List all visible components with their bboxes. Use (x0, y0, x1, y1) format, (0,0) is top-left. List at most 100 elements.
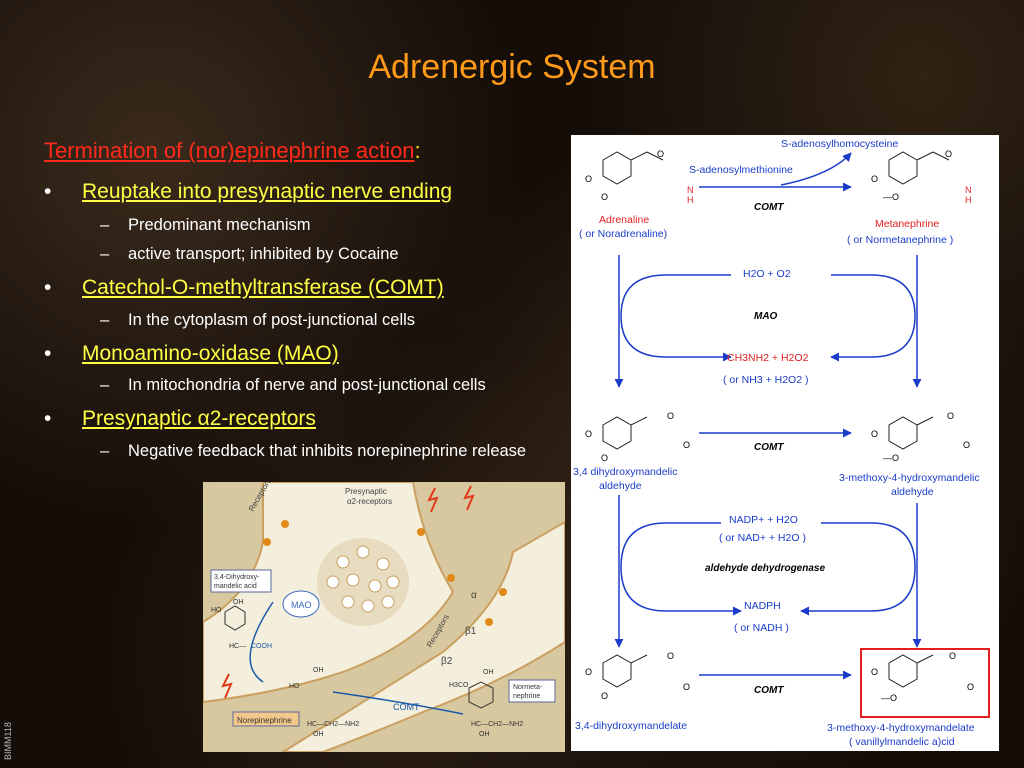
label-ne-chain: HC—CH2—NH2 (307, 721, 359, 728)
label-normeta-chain: HC—CH2—NH2 (471, 721, 523, 728)
atom-label: O (601, 192, 608, 202)
bullet-label: Reuptake into presynaptic nerve ending (82, 180, 453, 203)
atom-label: OH (479, 731, 490, 738)
label-normetanephrine: ( or Normetanephrine ) (847, 234, 953, 246)
ring-figure-dhma (224, 605, 246, 631)
label-nadh: ( or NADH ) (734, 622, 789, 634)
pathway-svg: O O O N H Adrenaline ( or Noradrenaline)… (573, 138, 990, 748)
label-mao: MAO (754, 311, 778, 322)
label-dhma-figure-2: mandelic acid (214, 583, 257, 590)
dash-marker: – (100, 216, 110, 234)
arrow-mao-figure (249, 601, 274, 683)
bullet-label-suffix: 2-receptors (209, 407, 316, 430)
label-nad: ( or NAD+ + H2O ) (719, 532, 806, 544)
label-nadp: NADP+ + H2O (729, 514, 798, 526)
vesicles (326, 545, 400, 613)
label-beta2: β2 (441, 656, 453, 667)
atom-label: O (947, 411, 954, 421)
sub-bullet-text: Predominant mechanism (128, 216, 311, 234)
nerve-svg: MAO Receptors Presynaptic α2-receptors 3… (202, 477, 566, 753)
label-mao-figure: MAO (291, 600, 312, 610)
sub-bullet-text: In mitochondria of nerve and post-juncti… (128, 376, 486, 394)
dash-marker: – (100, 245, 110, 263)
sub-bullet: –In mitochondria of nerve and post-junct… (100, 376, 486, 395)
label-mhma-2: aldehyde (891, 486, 934, 498)
atom-label: N (965, 185, 972, 195)
section-heading-text: Termination of (nor)epinephrine action (44, 138, 415, 163)
label-nh3: ( or NH3 + H2O2 ) (723, 374, 808, 386)
label-cooh: COOH (251, 643, 272, 650)
section-heading: Termination of (nor)epinephrine action: (44, 138, 421, 164)
bullet-marker: • (44, 276, 52, 299)
dash-marker: – (100, 311, 110, 329)
atom-label: HO (211, 607, 222, 614)
bullet-label-greek: α (197, 407, 210, 430)
sub-bullet-text: In the cytoplasm of post-junctional cell… (128, 311, 416, 329)
label-sam: S-adenosylmethionine (689, 164, 793, 176)
label-normetanephrine-figure-2: nephrine (513, 693, 540, 700)
arrow-sah (780, 152, 852, 186)
label-mhma: 3-methoxy-4-hydroxymandelic (839, 472, 980, 484)
atom-label: O (683, 682, 690, 692)
ring-dhm (602, 654, 648, 688)
arrow-comt-figure (332, 691, 464, 715)
bullet-comt: •Catechol-O-methyltransferase (COMT) (44, 276, 444, 300)
sub-bullet: –Negative feedback that inhibits norepin… (100, 440, 550, 463)
atom-label: O (871, 174, 878, 184)
atom-label: HO (289, 683, 300, 690)
label-comt-figure: COMT (393, 702, 420, 712)
atom-label: O (683, 440, 690, 450)
ring-metanephrine (888, 151, 950, 185)
dash-marker: – (100, 442, 110, 460)
atom-label: O (585, 174, 592, 184)
label-dhma-2: aldehyde (599, 480, 642, 492)
arrow-mao-left (620, 274, 732, 362)
atom-label: O (585, 429, 592, 439)
sub-bullet: –Predominant mechanism (100, 216, 311, 235)
label-sah: S-adenosylhomocysteine (781, 138, 898, 150)
atom-label: O (667, 651, 674, 661)
dash-marker: – (100, 376, 110, 394)
label-h2o-o2: H2O + O2 (743, 268, 791, 280)
atom-label: O (871, 429, 878, 439)
atom-label: —O (881, 693, 897, 703)
atom-label: O (945, 149, 952, 159)
atom-label: —O (883, 453, 899, 463)
label-dhma-figure: 3,4-Dihydroxy- (214, 574, 260, 581)
arrow-mao-right (830, 274, 916, 362)
atom-label: O (601, 453, 608, 463)
atom-label: OH (313, 667, 324, 674)
atom-label: OH (483, 669, 494, 676)
bullet-marker: • (44, 180, 52, 203)
nerve-terminal-illustration: MAO Receptors Presynaptic α2-receptors 3… (202, 477, 566, 753)
bullet-reuptake: • Reuptake into presynaptic nerve ending (44, 180, 452, 204)
sub-bullet: –active transport; inhibited by Cocaine (100, 245, 399, 264)
atom-label: H (965, 195, 972, 205)
lightning-icon (463, 485, 475, 511)
sub-bullet-text: active transport; inhibited by Cocaine (128, 245, 399, 263)
label-aldehyde-dehydrogenase: aldehyde dehydrogenase (705, 563, 825, 574)
label-presynaptic: Presynaptic (345, 487, 387, 496)
label-dhma: 3,4 dihydroxymandelic (573, 466, 677, 478)
atom-label: O (585, 667, 592, 677)
section-heading-colon: : (414, 138, 421, 163)
label-comt-3: COMT (754, 685, 784, 696)
label-ch3nh2: CH3NH2 + H2O2 (727, 352, 809, 364)
label-nadph: NADPH (744, 600, 781, 612)
box-norepinephrine (232, 711, 300, 727)
atom-label: OH (233, 599, 244, 606)
metabolism-pathway-diagram: O O O N H Adrenaline ( or Noradrenaline)… (571, 135, 999, 751)
label-norepinephrine: Norepinephrine (237, 716, 292, 725)
ring-adrenaline (602, 151, 664, 185)
bullet-marker: • (44, 342, 52, 365)
atom-label: O (963, 440, 970, 450)
atom-label: —O (883, 192, 899, 202)
label-alpha2-receptors: α2-receptors (347, 497, 392, 506)
bullet-label: Monoamino-oxidase (MAO) (82, 342, 339, 365)
atom-label: H3CO (449, 682, 469, 689)
label-alpha: α (471, 590, 477, 601)
arrow-aldh-right (800, 522, 916, 616)
bullet-label-prefix: Presynaptic (82, 407, 198, 430)
bullet-label: Presynaptic α2-receptors (82, 407, 316, 430)
label-noradrenaline: ( or Noradrenaline) (579, 228, 667, 240)
